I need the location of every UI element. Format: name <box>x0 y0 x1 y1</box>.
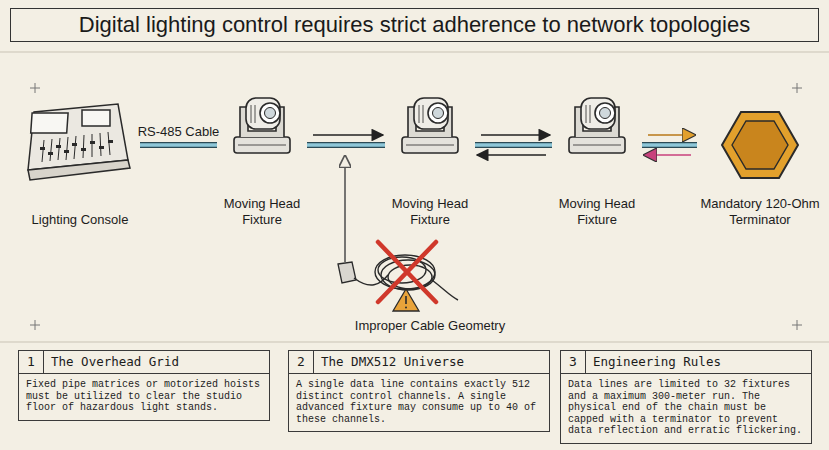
cable-outline <box>475 142 552 148</box>
fixture-node: Moving Head Fixture <box>552 90 642 230</box>
info-panel: 1The Overhead GridFixed pipe matrices or… <box>18 350 270 421</box>
node-label: Improper Cable Geometry <box>355 318 505 336</box>
cable-connector <box>642 135 697 155</box>
node-label: Mandatory 120-Ohm Terminator <box>697 196 823 230</box>
panel-body: Data lines are limited to 32 fixtures an… <box>561 374 811 443</box>
callout-number: 2 <box>289 351 314 373</box>
cable-core <box>642 143 697 146</box>
panel-header: 1The Overhead Grid <box>19 351 269 374</box>
cable-core <box>475 143 552 146</box>
panel-title: Engineering Rules <box>586 351 721 373</box>
reflection-arrow <box>644 154 691 156</box>
callout-number: 3 <box>561 351 586 373</box>
node-label: Lighting Console <box>32 212 129 230</box>
cable-outline <box>140 142 217 148</box>
console-node: Lighting Console <box>20 90 140 230</box>
info-panel: 2The DMX512 UniverseA single data line c… <box>288 350 550 432</box>
signal-arrow <box>481 134 550 136</box>
panel-title: The Overhead Grid <box>44 351 179 373</box>
cable-connector <box>140 145 217 146</box>
title-bar: Digital lighting control requires strict… <box>10 8 819 42</box>
cable-connector <box>475 135 552 155</box>
panel-title: The DMX512 Universe <box>314 351 464 373</box>
node-label: Moving Head Fixture <box>552 196 642 230</box>
signal-arrow <box>313 134 383 136</box>
cable-connector <box>307 135 385 145</box>
terminator-node: Mandatory 120-Ohm Terminator <box>697 90 823 230</box>
fixture-node: Moving Head Fixture <box>385 90 475 230</box>
panel-header: 2The DMX512 Universe <box>289 351 549 374</box>
node-label: Moving Head Fixture <box>217 196 307 230</box>
panel-body: Fixed pipe matrices or motorized hoists … <box>19 374 269 420</box>
cable-outline <box>642 142 697 148</box>
diagram-title: Digital lighting control requires strict… <box>79 12 750 38</box>
cable-core <box>307 143 385 146</box>
panel-header: 3Engineering Rules <box>561 351 811 374</box>
edge-label: RS-485 Cable <box>136 124 222 139</box>
node-label: Moving Head Fixture <box>385 196 475 230</box>
signal-arrow <box>648 134 695 136</box>
reflection-arrow <box>477 154 546 156</box>
fixture-node: Moving Head Fixture <box>217 90 307 230</box>
panel-body: A single data line contains exactly 512 … <box>289 374 549 431</box>
info-panel: 3Engineering RulesData lines are limited… <box>560 350 812 444</box>
cable-core <box>140 143 217 146</box>
cable-outline <box>307 142 385 148</box>
callout-number: 1 <box>19 351 44 373</box>
warning-node: Improper Cable Geometry <box>330 234 530 336</box>
